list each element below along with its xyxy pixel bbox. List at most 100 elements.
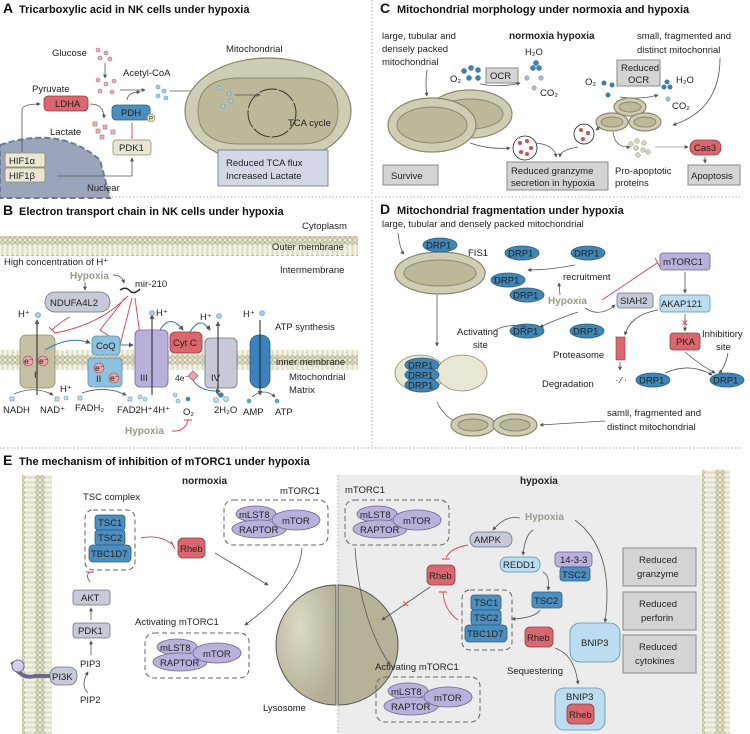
drp1-protein: DRP1: [504, 245, 540, 261]
glucose-molecules: [95, 47, 117, 95]
tbc1d7-label: TBC1D7: [91, 549, 127, 560]
activating-site-line: Activating: [457, 327, 498, 338]
cyt-c-label: Cyt C: [173, 338, 197, 349]
lactate-molecules: [92, 121, 116, 140]
lysosome: [275, 584, 337, 706]
nadh-label: NADH: [3, 405, 30, 416]
subtitle: large, tubular and densely packed mitoch…: [382, 219, 584, 230]
mlst8-label: mLST8: [160, 643, 191, 654]
drp1-label: DRP1: [408, 371, 433, 382]
ywhab-label: 14-3-3: [560, 555, 587, 566]
outcome-line: Reduced: [639, 555, 677, 566]
ndufa4l2-box: [44, 291, 111, 313]
tca-cycle-label: TCA cycle: [288, 118, 331, 129]
lactate-label: Lactate: [50, 127, 81, 138]
receptor-icon: [10, 659, 58, 679]
phosphate-icon: [146, 113, 156, 123]
co2-label: CO₂: [540, 88, 558, 99]
atp-synthesis-label: ATP synthesis: [275, 322, 335, 333]
nuclear-label: Nuclear: [87, 183, 120, 194]
activating-mtorc1-label: Activating mTORC1: [135, 617, 219, 628]
drp1-protein: DRP1: [490, 272, 526, 288]
panel-letter: C: [380, 0, 390, 16]
h-plus-label: H⁺: [156, 308, 168, 319]
mlst8-label: mLST8: [239, 510, 270, 521]
pdk1-label: PDK1: [119, 143, 144, 154]
redd1-box: [499, 556, 541, 573]
outcome-line: cytokines: [635, 656, 675, 667]
granzyme-vesicle: [573, 123, 595, 145]
small-desc-line: distinct mitochondrial: [607, 422, 696, 433]
complex-i-label: I: [34, 370, 37, 381]
electron-label: e⁻: [39, 356, 49, 366]
two-h2o-label: 2H₂O: [214, 405, 237, 416]
activating-site-line: site: [473, 340, 488, 351]
fadh2-label: FADH₂: [75, 403, 104, 414]
left-desc-line: densely packed: [382, 44, 448, 55]
mtorc1-label: mTORC1: [345, 485, 385, 496]
drp1-label: DRP1: [408, 381, 433, 392]
pdh-label: PDH: [121, 108, 141, 119]
tbc1d7-box: [88, 544, 132, 563]
rheb-label: Rheb: [527, 633, 550, 644]
h-plus-label: H⁺: [18, 309, 30, 320]
four-h-label: 4H⁺: [153, 405, 170, 416]
drp1-protein: DRP1: [509, 323, 545, 339]
o2-label: O₂: [450, 74, 461, 85]
nad-label: NAD⁺: [40, 405, 65, 416]
blocked-x-icon: ✕: [681, 318, 689, 328]
phosphate-label: P: [149, 117, 153, 123]
left-desc-line: large, tubular and: [382, 31, 456, 42]
rheb-label: Rheb: [569, 710, 592, 721]
rheb-box: [426, 564, 456, 586]
raptor-label: RAPTOR: [391, 702, 431, 713]
raptor-label: RAPTOR: [360, 525, 400, 536]
result-box: [217, 149, 329, 187]
h-plus-label: H⁺: [200, 312, 212, 323]
normoxia-hypoxia-label: normoxia hypoxia: [509, 31, 595, 42]
tsc2-box: [531, 591, 563, 609]
siah2-label: SIAH2: [620, 296, 647, 307]
rheb-box: [177, 537, 206, 559]
cas3-label: Cas3: [694, 143, 716, 154]
pip2-label: PIP2: [80, 695, 101, 706]
panel-letter: A: [3, 0, 13, 16]
reduced-ocr-line: OCR: [628, 75, 649, 86]
drp1-protein: DRP1: [709, 372, 745, 388]
hypoxia-side-label: hypoxia: [520, 476, 558, 487]
drp1-label: DRP1: [573, 327, 598, 338]
mtor-label: mTOR: [434, 693, 462, 704]
tsc2-label: TSC2: [98, 533, 122, 544]
pi3k-box: [49, 666, 78, 686]
fis1-label: FIS1: [468, 248, 488, 259]
ldha-box: [43, 95, 89, 112]
activating-mtorc1-label: Activating mTORC1: [375, 662, 459, 673]
proteasome-icon: [615, 336, 626, 361]
mtor-label: mTOR: [203, 649, 231, 660]
electron-label: e⁻: [24, 356, 34, 366]
four-e-label: 4e⁻: [175, 373, 189, 383]
outcome-line: Reduced: [639, 642, 677, 653]
hif1b-label: HIF1β: [9, 171, 36, 182]
mtorc1-box: [659, 252, 711, 271]
tsc1-label: TSC1: [474, 598, 498, 609]
akap121-label: AKAP121: [661, 299, 702, 310]
hif1b-box: [4, 167, 46, 183]
acetyl-coa-label: Acetyl-CoA: [123, 68, 171, 79]
mtor-label: mTOR: [282, 516, 310, 527]
drp1-label: DRP1: [408, 361, 433, 372]
outcome-box: [622, 591, 697, 631]
panel-e: E The mechanism of inhibition of mTORC1 …: [3, 452, 730, 734]
tsc2-box: [559, 566, 591, 582]
reduced-ocr-line: Reduced: [621, 63, 659, 74]
cas3-box: [689, 139, 722, 156]
tbc1d7-label: TBC1D7: [467, 629, 503, 640]
mlst8-label: mLST8: [391, 687, 422, 698]
hif1a-box: [4, 152, 46, 168]
complex-iv: [204, 337, 238, 389]
degradation-label: Degradation: [542, 379, 594, 390]
panel-a: A Tricarboxylic acid in NK cells under h…: [0, 0, 352, 199]
h2o-label: H₂O: [525, 47, 543, 58]
